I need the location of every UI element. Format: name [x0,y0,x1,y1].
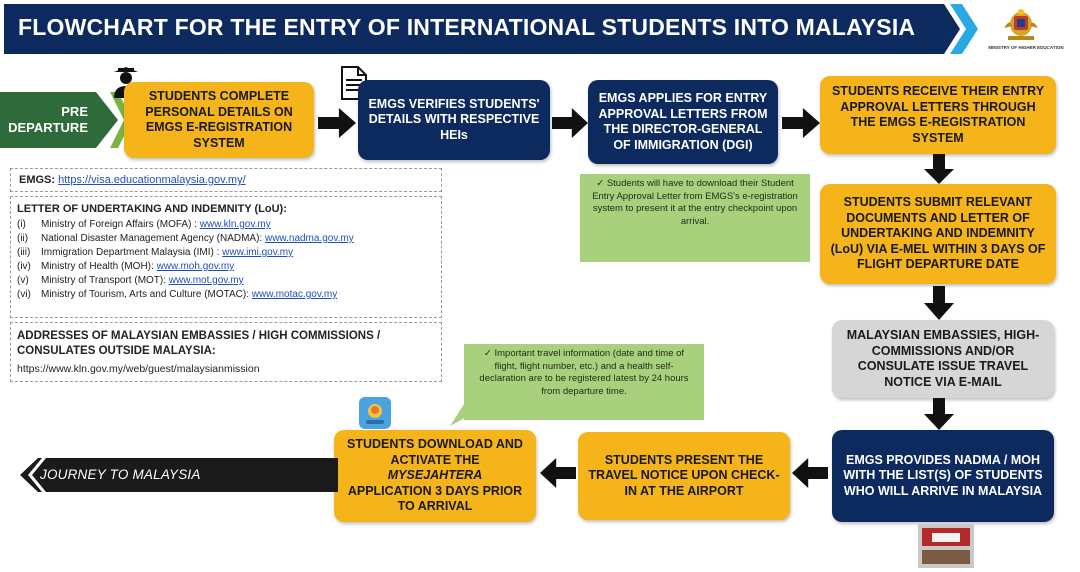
addresses-link[interactable]: https://www.kln.gov.my/web/guest/malaysi… [17,363,260,375]
crest-icon [1004,9,1038,40]
emgs-link[interactable]: https://visa.educationmalaysia.gov.my/ [58,174,246,186]
arrow-right-3 [782,108,820,138]
pre-departure-label: PRE DEPARTURE [8,104,88,135]
arrow-down-2 [924,286,954,320]
emgs-label: EMGS: [19,174,56,186]
lou-row: (iv) Ministry of Health (MOH): www.moh.g… [11,260,441,274]
step-emgs-verifies: EMGS VERIFIES STUDENTS' DETAILS WITH RES… [358,80,550,160]
lou-row-link[interactable]: www.imi.gov.my [222,247,294,258]
lou-row: (ii) National Disaster Management Agency… [11,232,441,246]
lou-row-link[interactable]: www.mot.gov.my [168,275,244,286]
step-travel-notice: MALAYSIAN EMBASSIES, HIGH-COMMISSIONS AN… [832,320,1054,398]
step-emgs-applies: EMGS APPLIES FOR ENTRY APPROVAL LETTERS … [588,80,778,164]
arrow-left-1 [792,458,828,488]
step-download-app-line2: APPLICATION 3 DAYS PRIOR TO ARRIVAL [347,483,523,514]
step-submit-documents: STUDENTS SUBMIT RELEVANT DOCUMENTS AND L… [820,184,1056,284]
lou-row-number: (ii) [17,233,29,244]
step-download-app: STUDENTS DOWNLOAD AND ACTIVATE THE MYSEJ… [334,430,536,522]
page-title: FLOWCHART FOR THE ENTRY OF INTERNATIONAL… [18,14,916,40]
lou-title: LETTER OF UNDERTAKING AND INDEMNITY (LoU… [17,203,287,215]
step-download-app-appname: MYSEJAHTERA [387,468,483,483]
lou-row-agency: Immigration Department Malaysia (IMI) : [41,247,220,258]
pre-departure-arrow [0,92,118,148]
lou-row-link[interactable]: www.motac.gov.my [251,289,338,300]
lou-row-number: (i) [17,219,26,230]
arrow-left-2 [540,458,576,488]
arrow-down-3 [924,398,954,430]
lou-row: (vi) Ministry of Tourism, Arts and Cultu… [11,288,441,302]
lou-row-agency: Ministry of Foreign Affairs (MOFA) : [41,219,197,230]
note-travel-information: ✓ Important travel information (date and… [464,344,704,420]
lou-row-number: (v) [17,275,29,286]
lou-row-link[interactable]: www.kln.gov.my [199,219,271,230]
lou-row-number: (vi) [17,289,31,300]
ministry-label: MINISTRY OF HIGHER EDUCATION [988,45,1064,50]
lou-row: (i) Ministry of Foreign Affairs (MOFA) :… [11,218,441,232]
lou-row-number: (iv) [17,261,31,272]
arrow-right-1 [318,108,356,138]
step-download-app-line1: STUDENTS DOWNLOAD AND ACTIVATE THE [347,437,523,467]
step-emgs-provides-list: EMGS PROVIDES NADMA / MOH WITH THE LIST(… [832,430,1054,522]
lou-row: (v) Ministry of Transport (MOT): www.mot… [11,274,441,288]
note-pointer-2 [450,404,490,426]
addresses-title: ADDRESSES OF MALAYSIAN EMBASSIES / HIGH … [17,330,381,357]
lou-row-agency: National Disaster Management Agency (NAD… [41,233,263,244]
lou-row-agency: Ministry of Tourism, Arts and Culture (M… [41,289,250,300]
step-receive-letters: STUDENTS RECEIVE THEIR ENTRY APPROVAL LE… [820,76,1056,154]
airport-photo-icon [918,524,974,568]
journey-arrow [20,458,338,492]
lou-panel: LETTER OF UNDERTAKING AND INDEMNITY (LoU… [10,196,442,318]
journey-label: JOURNEY TO MALAYSIA [40,467,201,482]
mysejahtera-app-icon [359,397,391,429]
lou-row-link[interactable]: www.nadma.gov.my [264,233,354,244]
lou-row-agency: Ministry of Health (MOH): [41,261,154,272]
emgs-line: EMGS: https://visa.educationmalaysia.gov… [11,169,441,191]
step-present-notice: STUDENTS PRESENT THE TRAVEL NOTICE UPON … [578,432,790,520]
lou-row: (iii) Immigration Department Malaysia (I… [11,246,441,260]
step-complete-details: STUDENTS COMPLETE PERSONAL DETAILS ON EM… [124,82,314,158]
arrow-down-1 [924,154,954,184]
arrow-right-2 [552,108,588,138]
lou-row-link[interactable]: www.moh.gov.my [156,261,235,272]
addresses-panel: ADDRESSES OF MALAYSIAN EMBASSIES / HIGH … [10,322,442,382]
header-banner [4,4,960,54]
emgs-panel: EMGS: https://visa.educationmalaysia.gov… [10,168,442,192]
lou-row-number: (iii) [17,247,31,258]
lou-row-agency: Ministry of Transport (MOT): [41,275,167,286]
note-download-letter: ✓ Students will have to download their S… [580,174,810,262]
